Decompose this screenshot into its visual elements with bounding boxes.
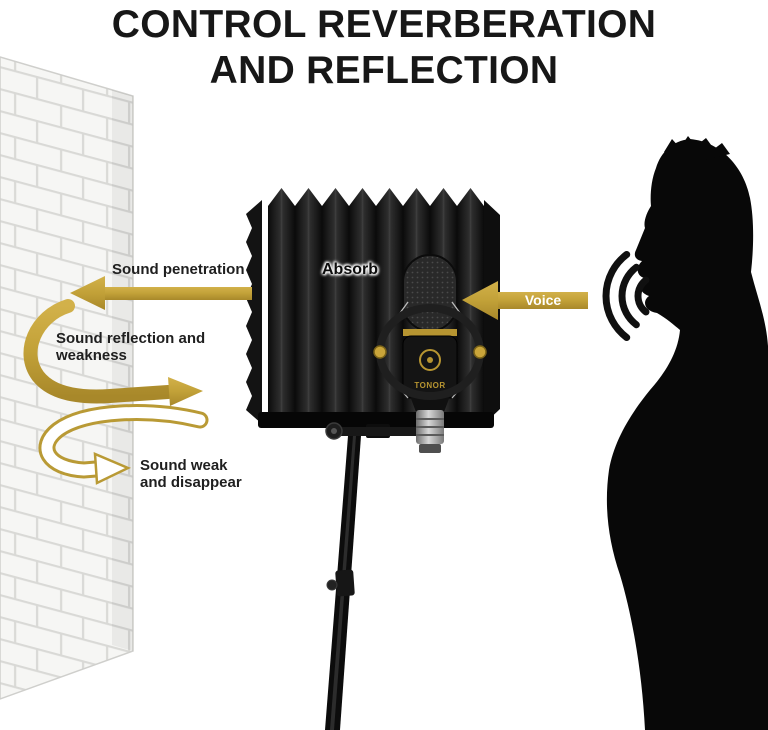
page-title: CONTROL REVERBERATION AND REFLECTION — [0, 2, 768, 94]
sound-waves-icon — [602, 250, 650, 342]
person-silhouette — [606, 136, 768, 730]
voice-label: Voice — [524, 292, 562, 308]
shock-mount — [373, 301, 487, 400]
shield-left-wing — [246, 200, 262, 424]
sound-reflection-label: Sound reflection and weakness — [56, 330, 206, 365]
mic-stand-graphic — [325, 422, 436, 730]
sound-penetration-label: Sound penetration — [112, 261, 245, 278]
sound-penetration-arrow — [70, 276, 252, 310]
microphone-graphic: TONOR — [373, 254, 487, 453]
isolation-shield-graphic — [246, 188, 500, 428]
weak-sound-arrow — [38, 404, 209, 485]
sound-weak-label: Sound weak and disappear — [140, 457, 242, 492]
mic-brand-text: TONOR — [414, 381, 445, 390]
mic-logo — [419, 349, 441, 371]
brick-wall-graphic — [0, 56, 134, 700]
reflection-arrow — [23, 299, 203, 406]
title-line-2: AND REFLECTION — [209, 49, 559, 92]
hair-spikes — [664, 136, 730, 160]
title-line-1: CONTROL REVERBERATION — [111, 3, 657, 46]
mic-gold-ring — [403, 329, 457, 336]
mic-grille — [402, 254, 458, 332]
absorb-label: Absorb — [322, 261, 378, 278]
voice-arrow — [462, 281, 588, 320]
